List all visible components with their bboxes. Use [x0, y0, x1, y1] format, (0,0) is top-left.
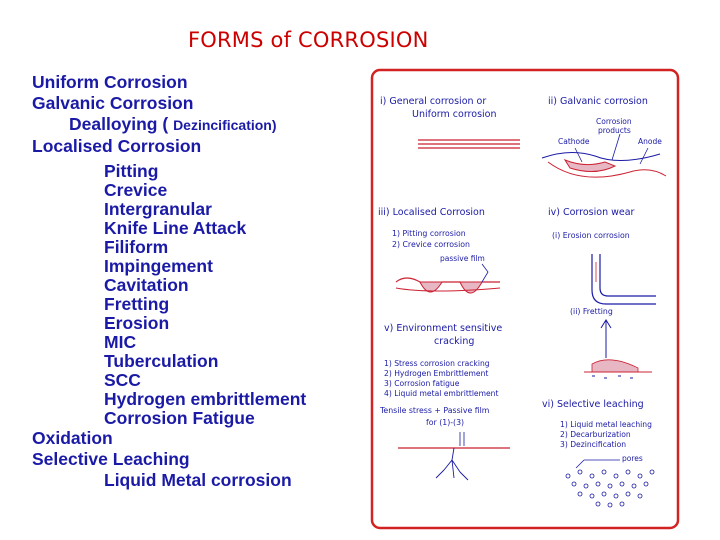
galvanic-label: ii) Galvanic corrosion	[548, 96, 648, 107]
env-item-scc: 1) Stress corrosion cracking	[384, 359, 490, 368]
general-label-a: i) General corrosion or	[380, 96, 486, 107]
item-fretting: Fretting	[104, 294, 170, 314]
localised-label: iii) Localised Corrosion	[378, 207, 485, 218]
anode-label: Anode	[638, 137, 662, 146]
corrosion-forms-outline: Uniform Corrosion Galvanic Corrosion Dea…	[32, 72, 306, 490]
item-corrosion-fatigue: Corrosion Fatigue	[104, 408, 255, 428]
env-item-liquid-metal: 4) Liquid metal embrittlement	[384, 389, 498, 398]
item-crevice: Crevice	[104, 180, 168, 200]
item-uniform-corrosion: Uniform Corrosion	[32, 72, 188, 92]
item-knife-line-attack: Knife Line Attack	[104, 218, 247, 238]
leach-item-decarburization: 2) Decarburization	[560, 430, 631, 439]
leach-item-liquid-metal: 1) Liquid metal leaching	[560, 420, 652, 429]
cracking-sketch	[398, 432, 510, 481]
item-galvanic-corrosion: Galvanic Corrosion	[32, 93, 194, 113]
tensile-label-b: for (1)-(3)	[426, 418, 464, 427]
item-hydrogen-embrittlement: Hydrogen embrittlement	[104, 389, 307, 409]
localised-sublist: Pitting Crevice Intergranular Knife Line…	[32, 162, 306, 428]
dealloying-detail: Dezincification)	[173, 117, 277, 133]
corrosion-products-label-a: Corrosion	[596, 117, 632, 126]
item-erosion: Erosion	[104, 313, 170, 333]
item-impingement: Impingement	[104, 256, 213, 276]
localised-sketch	[395, 263, 501, 294]
env-item-hydrogen: 2) Hydrogen Embrittlement	[384, 369, 488, 378]
item-localised-corrosion: Localised Corrosion	[32, 136, 202, 156]
cathode-label: Cathode	[558, 137, 590, 146]
item-filiform: Filiform	[104, 237, 169, 257]
item-mic: MIC	[104, 332, 137, 352]
item-pitting: Pitting	[104, 161, 159, 181]
erosion-label: (i) Erosion corrosion	[552, 231, 630, 240]
item-cavitation: Cavitation	[104, 275, 189, 295]
pores-label: pores	[622, 454, 643, 463]
env-item-fatigue: 3) Corrosion fatigue	[384, 379, 460, 388]
tensile-label-a: Tensile stress + Passive film	[379, 406, 489, 415]
uniform-corrosion-sketch	[418, 139, 520, 149]
dealloying-label: Dealloying (	[69, 114, 169, 134]
env-label-b: cracking	[434, 336, 474, 347]
fretting-sketch	[584, 319, 652, 379]
item-oxidation: Oxidation	[32, 428, 113, 448]
erosion-sketch	[591, 254, 656, 305]
fretting-label: (ii) Fretting	[570, 307, 613, 316]
corrosion-products-label-b: products	[598, 126, 631, 135]
selective-label: vi) Selective leaching	[542, 399, 644, 410]
general-label-b: Uniform corrosion	[412, 109, 497, 120]
pores-sketch	[565, 459, 655, 508]
figure-svg: i) General corrosion or Uniform corrosio…	[370, 68, 680, 530]
corrosion-forms-figure: i) General corrosion or Uniform corrosio…	[370, 68, 680, 530]
wear-label: iv) Corrosion wear	[548, 207, 635, 218]
item-tuberculation: Tuberculation	[104, 351, 219, 371]
leach-item-dezincification: 3) Dezincification	[560, 440, 626, 449]
item-scc: SCC	[104, 370, 141, 390]
item-liquid-metal-corrosion: Liquid Metal corrosion	[104, 470, 292, 490]
item-selective-leaching: Selective Leaching	[32, 449, 190, 469]
item-intergranular: Intergranular	[104, 199, 212, 219]
pitting-label: 1) Pitting corrosion	[392, 229, 466, 238]
figure-frame	[370, 68, 680, 530]
galvanic-sketch	[541, 133, 667, 178]
env-label-a: v) Environment sensitive	[384, 323, 502, 334]
crevice-label: 2) Crevice corrosion	[392, 240, 470, 249]
slide-title: FORMS of CORROSION	[188, 28, 429, 52]
passive-film-label: passive film	[440, 254, 485, 263]
item-dealloying: Dealloying ( Dezincification)	[32, 114, 306, 136]
